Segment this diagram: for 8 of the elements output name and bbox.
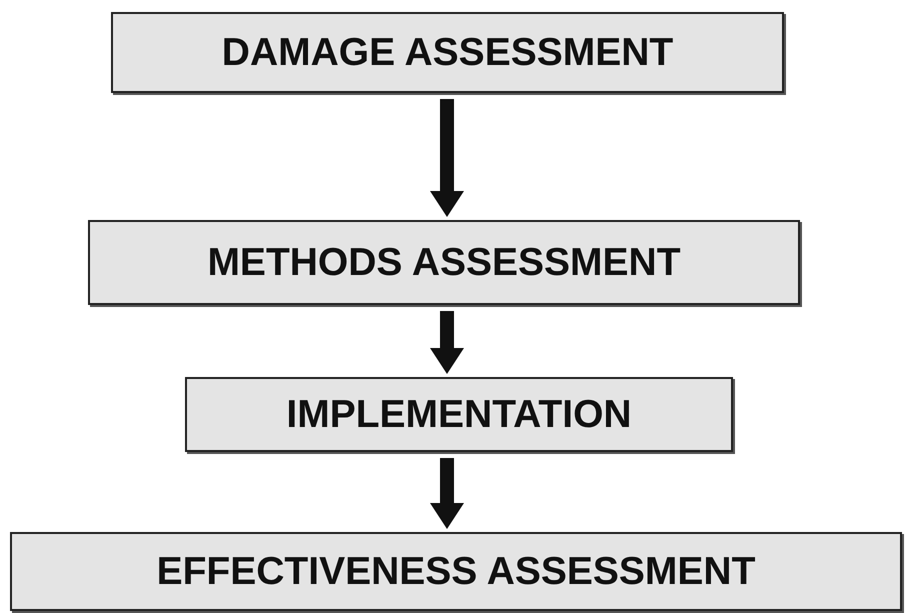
- process-box: [10, 532, 902, 611]
- process-box: [111, 12, 784, 93]
- process-box: [185, 377, 733, 452]
- step-label: IMPLEMENTATION: [286, 392, 632, 436]
- step-label: METHODS ASSESSMENT: [207, 240, 681, 284]
- step-label: DAMAGE ASSESSMENT: [222, 30, 674, 74]
- process-box: [88, 220, 800, 305]
- step-label: EFFECTIVENESS ASSESSMENT: [156, 550, 756, 594]
